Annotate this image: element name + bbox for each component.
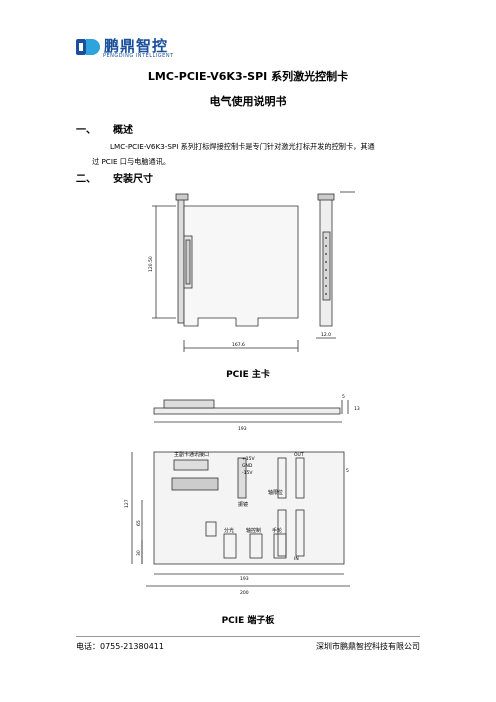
document-subtitle: 电气使用说明书 <box>209 95 287 108</box>
label-minus15v: -15V <box>242 470 253 476</box>
dim-top-193: 193 <box>238 426 247 432</box>
dim-side-label: 12.0 <box>321 332 331 338</box>
pcie-card-drawing: 120.50 167.6 12.0 <box>148 191 355 352</box>
label-out: OUT <box>294 452 304 458</box>
dim-65: 65 <box>136 520 142 526</box>
label-comm-port: 主副卡通讯接口 <box>174 451 209 458</box>
figure2-caption: PCIE 端子板 <box>221 616 275 626</box>
dim-bottom-193: 193 <box>240 576 249 582</box>
label-plus15v: +15V <box>242 456 255 462</box>
overview-paragraph: LMC-PCIE-V6K3-SPI 系列打标焊接控制卡是专门针对激光打标开发的控… <box>92 139 422 169</box>
overview-line-1: LMC-PCIE-V6K3-SPI 系列打标焊接控制卡是专门针对激光打标开发的控… <box>110 142 375 151</box>
dim-width-label: 167.6 <box>232 342 245 348</box>
label-handwheel: 手轮 <box>272 527 282 534</box>
figure1-caption: PCIE 主卡 <box>226 370 270 380</box>
label-galvo: 振镜 <box>238 501 248 508</box>
dim-127: 127 <box>124 499 130 508</box>
section-heading-dimensions: 安装尺寸 <box>113 174 153 185</box>
dim-30: 30 <box>136 550 142 556</box>
document-title: LMC-PCIE-V6K3-SPI 系列激光控制卡 <box>147 70 349 83</box>
label-gnd: GND <box>242 463 253 469</box>
dim-top-5: 5 <box>342 394 345 400</box>
footer-company: 深圳市鹏鼎智控科技有限公司 <box>316 642 420 651</box>
footer-phone: 电话：0755-21380411 <box>76 642 164 651</box>
section-heading-overview: 概述 <box>113 125 133 136</box>
pcie-terminal-board-drawing: 5 13 193 127 65 30 5 193 200 主副卡通讯接口 +15… <box>124 394 360 596</box>
dim-bottom-200: 200 <box>240 590 249 596</box>
dim-height-label: 120.50 <box>148 256 154 272</box>
label-split: 分光 <box>224 527 234 534</box>
section-number-1: 一、 <box>76 125 96 136</box>
label-in: IN <box>294 556 299 562</box>
overview-line-2: 过 PCIE 口与电脑通讯。 <box>92 157 171 166</box>
company-logo-icon <box>76 39 100 55</box>
label-axis-limit: 轴限位 <box>268 489 283 496</box>
logo-subtext: PENGDING INTELLIGENT <box>103 53 174 59</box>
dim-right-5: 5 <box>346 468 349 474</box>
logo-text: 鹏鼎智控 <box>104 37 169 55</box>
section-number-2: 二、 <box>76 174 96 185</box>
dim-top-13: 13 <box>354 406 360 412</box>
label-axis-control: 轴控制 <box>246 527 261 534</box>
footer-divider <box>76 636 420 637</box>
